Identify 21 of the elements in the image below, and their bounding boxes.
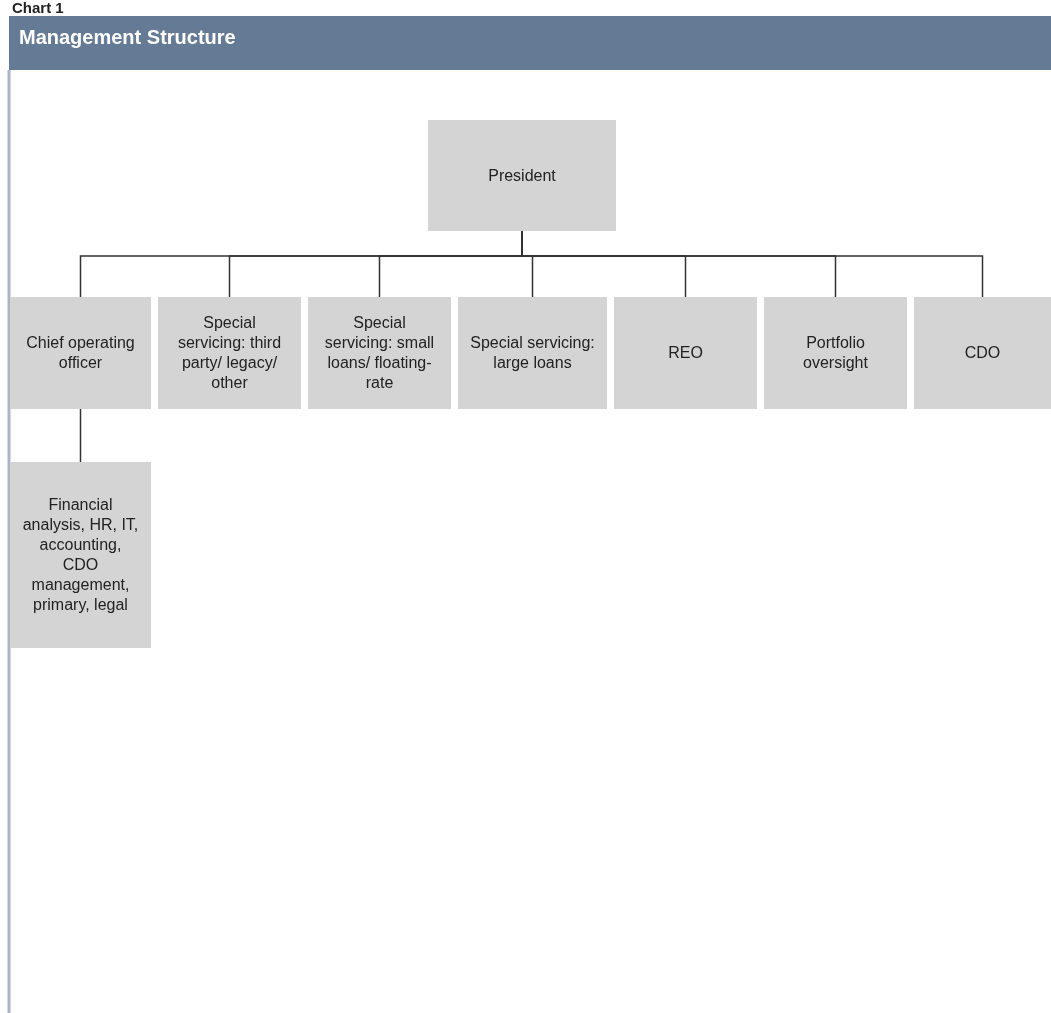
title-bar: Management Structure — [9, 16, 1051, 70]
connector-line — [79, 408, 82, 463]
org-box — [458, 297, 607, 409]
org-box — [428, 120, 616, 231]
box-label: Special servicing: small loans/ floating-rate — [323, 313, 436, 393]
org-box — [308, 297, 451, 409]
box-label: Special servicing: third party/ legacy/ other — [176, 313, 283, 393]
box-label: Special servicing: large loans — [470, 333, 595, 373]
box-label: Chief operating officer — [25, 333, 136, 373]
org-box — [914, 297, 1051, 409]
org-box — [614, 297, 757, 409]
org-box — [764, 297, 907, 409]
chart-number: Chart 1 — [12, 0, 64, 15]
org-box — [10, 297, 151, 409]
box-label: Financial analysis, HR, IT, accounting, CDO management, primary, legal — [22, 495, 139, 615]
box-label: CDO — [964, 343, 1001, 363]
box-label: REO — [668, 343, 703, 363]
org-box — [10, 462, 151, 648]
box-label: President — [488, 165, 556, 186]
box-label: Portfolio oversight — [802, 333, 869, 373]
org-box — [158, 297, 301, 409]
